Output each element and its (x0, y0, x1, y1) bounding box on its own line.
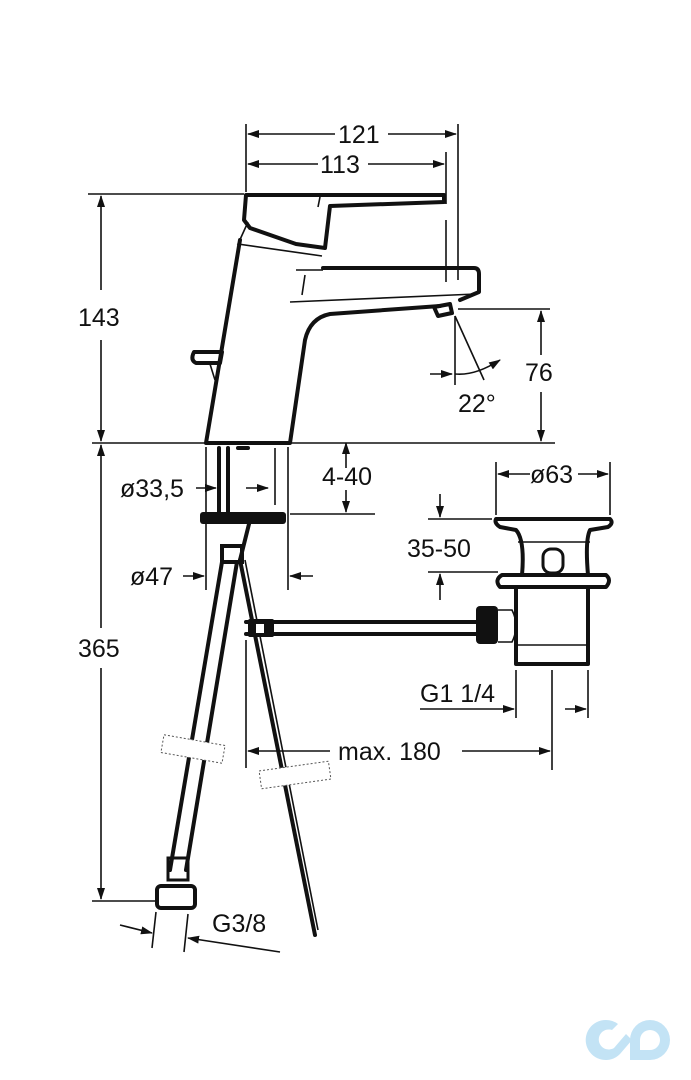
brand-logo-icon (585, 1019, 670, 1060)
label-365: 365 (78, 635, 120, 663)
dimension-drain-thread: G1 1/4 (420, 670, 589, 770)
flex-hoses (155, 518, 332, 937)
dimension-drain-range: 35-50 (407, 494, 498, 600)
dimension-hose-thread: G3/8 (119, 910, 281, 953)
dimension-spout-height: 76 (290, 308, 555, 444)
label-76: 76 (525, 359, 553, 387)
dimension-spout-angle: 22° (430, 315, 501, 418)
dimension-height: 143 (78, 193, 244, 444)
label-g3-8: G3/8 (212, 910, 266, 938)
label-35-50: 35-50 (407, 535, 471, 563)
label-121: 121 (338, 121, 380, 149)
dimension-overall-length: 121 (245, 121, 459, 280)
pop-up-rod (244, 619, 486, 637)
dimension-mount-diameter: ø33,5 (120, 475, 269, 503)
label-d47: ø47 (130, 563, 173, 591)
label-143: 143 (78, 304, 120, 332)
label-22-degrees: 22° (458, 390, 496, 418)
dimension-drain-diameter: ø63 (495, 461, 611, 515)
dimension-base-diameter: ø47 (130, 563, 313, 591)
dimension-rod-length: max. 180 (245, 640, 551, 768)
label-d33-5: ø33,5 (120, 475, 184, 503)
label-max-180: max. 180 (338, 738, 441, 766)
label-113: 113 (320, 151, 360, 179)
label-g1-1-4: G1 1/4 (420, 680, 495, 708)
dimension-spout-length: 113 (247, 151, 447, 282)
label-d63: ø63 (530, 461, 573, 489)
dimension-under-height: 365 (78, 444, 155, 902)
mounting-assembly (200, 446, 289, 590)
pop-up-waste (476, 517, 614, 666)
label-4-40: 4-40 (322, 463, 372, 491)
dimension-deck-thickness: 4-40 (290, 442, 375, 515)
mixer-body (190, 193, 481, 445)
